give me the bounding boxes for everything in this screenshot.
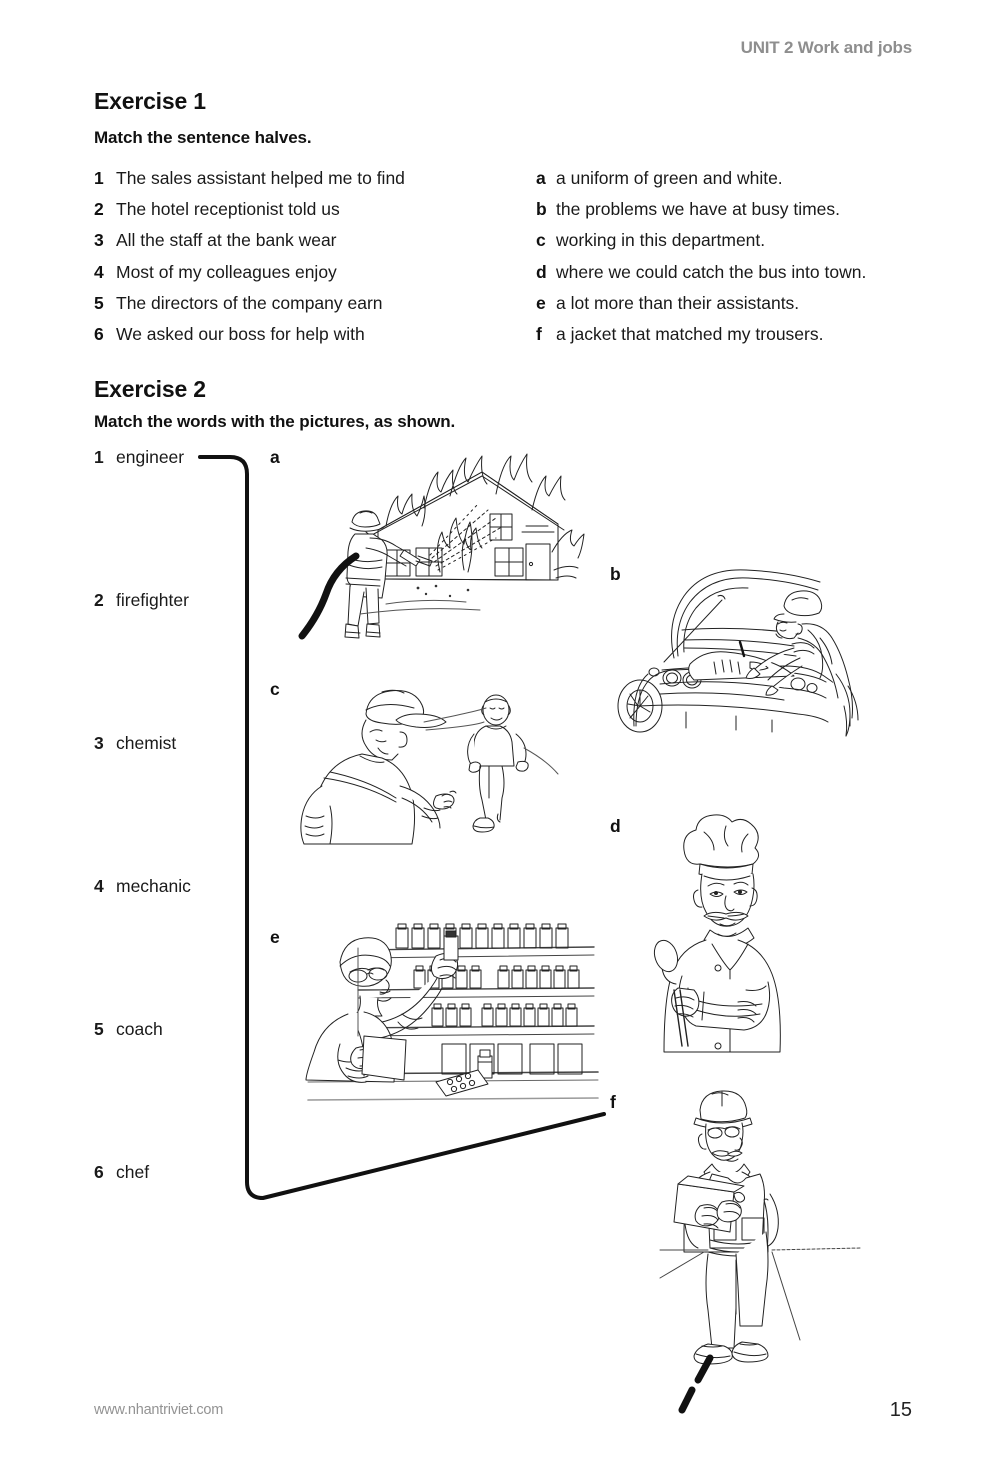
item-text: the problems we have at busy times. — [556, 199, 841, 220]
exercise-1-right-item[interactable]: d where we could catch the bus into town… — [536, 262, 866, 293]
item-letter: e — [536, 292, 546, 313]
picture-letter-c[interactable]: c — [270, 679, 280, 699]
exercise-2-word-mechanic[interactable]: 4 mechanic — [94, 876, 191, 897]
footer-page-number: 15 — [889, 1399, 912, 1421]
exercise-1-heading: Exercise 1 — [94, 88, 206, 114]
item-text: Most of my colleagues enjoy — [116, 261, 337, 282]
item-text: We asked our boss for help with — [116, 323, 365, 344]
exercise-2-word-coach[interactable]: 5 coach — [94, 1019, 163, 1040]
word-label: mechanic — [116, 876, 191, 896]
item-number: 4 — [94, 261, 104, 282]
item-text: working in this department. — [556, 230, 766, 251]
exercise-1-instruction: Match the sentence halves. — [94, 128, 312, 147]
picture-f-engineer-illustration — [659, 1090, 861, 1414]
item-text: The sales assistant helped me to find — [116, 168, 405, 188]
word-number: 1 — [94, 447, 104, 467]
item-text: where we could catch the bus into town. — [556, 261, 867, 282]
exercise-2-word-chef[interactable]: 6 chef — [94, 1162, 149, 1183]
exercise-1-left-item[interactable]: 2 The hotel receptionist told us — [94, 199, 405, 230]
item-number: 3 — [94, 230, 104, 251]
word-label: chef — [116, 1162, 150, 1182]
exercise-1-left-item[interactable]: 1 The sales assistant helped me to find — [94, 168, 405, 199]
word-number: 6 — [94, 1162, 104, 1182]
item-letter: f — [536, 323, 542, 344]
unit-header: UNIT 2 Work and jobs — [740, 38, 913, 57]
footer-website-url[interactable]: www.nhantriviet.com — [94, 1402, 224, 1418]
item-text: The directors of the company earn — [116, 292, 383, 313]
exercise-2-word-engineer[interactable]: 1 engineer — [94, 447, 184, 468]
item-letter: d — [536, 261, 547, 282]
item-text: a jacket that matched my trousers. — [556, 323, 824, 344]
item-text: All the staff at the bank wear — [116, 230, 337, 251]
exercise-1-left-item[interactable]: 3 All the staff at the bank wear — [94, 230, 405, 261]
word-number: 4 — [94, 876, 104, 896]
picture-letter-f[interactable]: f — [610, 1092, 616, 1112]
picture-b-mechanic-illustration — [617, 566, 896, 737]
word-number: 2 — [94, 590, 104, 610]
item-text: a lot more than their assistants. — [556, 292, 800, 313]
exercise-2-word-firefighter[interactable]: 2 firefighter — [94, 590, 189, 611]
exercise-1-right-item[interactable]: e a lot more than their assistants. — [536, 293, 866, 324]
item-letter: c — [536, 230, 546, 251]
picture-d-chef-illustration — [652, 812, 822, 1053]
exercise-1-left-item[interactable]: 6 We asked our boss for help with — [94, 324, 405, 355]
word-label: coach — [116, 1019, 163, 1039]
item-number: 1 — [94, 168, 104, 188]
picture-letter-d[interactable]: d — [610, 816, 621, 836]
word-number: 5 — [94, 1019, 104, 1039]
word-label: chemist — [116, 733, 177, 753]
exercise-1-left-item[interactable]: 4 Most of my colleagues enjoy — [94, 262, 405, 293]
item-letter: a — [536, 168, 546, 188]
picture-a-firefighter-illustration — [298, 452, 600, 647]
picture-c-coach-illustration — [296, 674, 566, 845]
exercise-1-left-item[interactable]: 5 The directors of the company earn — [94, 293, 405, 324]
item-number: 6 — [94, 323, 104, 344]
item-text: a uniform of green and white. — [556, 168, 783, 188]
exercise-2-word-chemist[interactable]: 3 chemist — [94, 733, 176, 754]
word-label: engineer — [116, 447, 185, 467]
picture-letter-a[interactable]: a — [270, 447, 280, 467]
exercise-2-instruction: Match the words with the pictures, as sh… — [94, 412, 456, 431]
picture-letter-b[interactable]: b — [610, 564, 621, 584]
exercise-2-heading: Exercise 2 — [94, 376, 206, 402]
exercise-1-left-column: 1 The sales assistant helped me to find … — [94, 168, 405, 355]
item-letter: b — [536, 199, 547, 220]
item-number: 2 — [94, 199, 104, 220]
item-number: 5 — [94, 292, 104, 313]
exercise-1-right-column: a a uniform of green and white. b the pr… — [536, 168, 866, 355]
exercise-1-right-item[interactable]: c working in this department. — [536, 230, 866, 261]
item-text: The hotel receptionist told us — [116, 199, 340, 220]
picture-e-chemist-illustration — [302, 922, 602, 1107]
exercise-1-right-item[interactable]: b the problems we have at busy times. — [536, 199, 866, 230]
exercise-1-right-item[interactable]: a a uniform of green and white. — [536, 168, 866, 199]
word-label: firefighter — [116, 590, 189, 610]
exercise-1-right-item[interactable]: f a jacket that matched my trousers. — [536, 324, 866, 355]
word-number: 3 — [94, 733, 104, 753]
picture-letter-e[interactable]: e — [270, 927, 280, 947]
